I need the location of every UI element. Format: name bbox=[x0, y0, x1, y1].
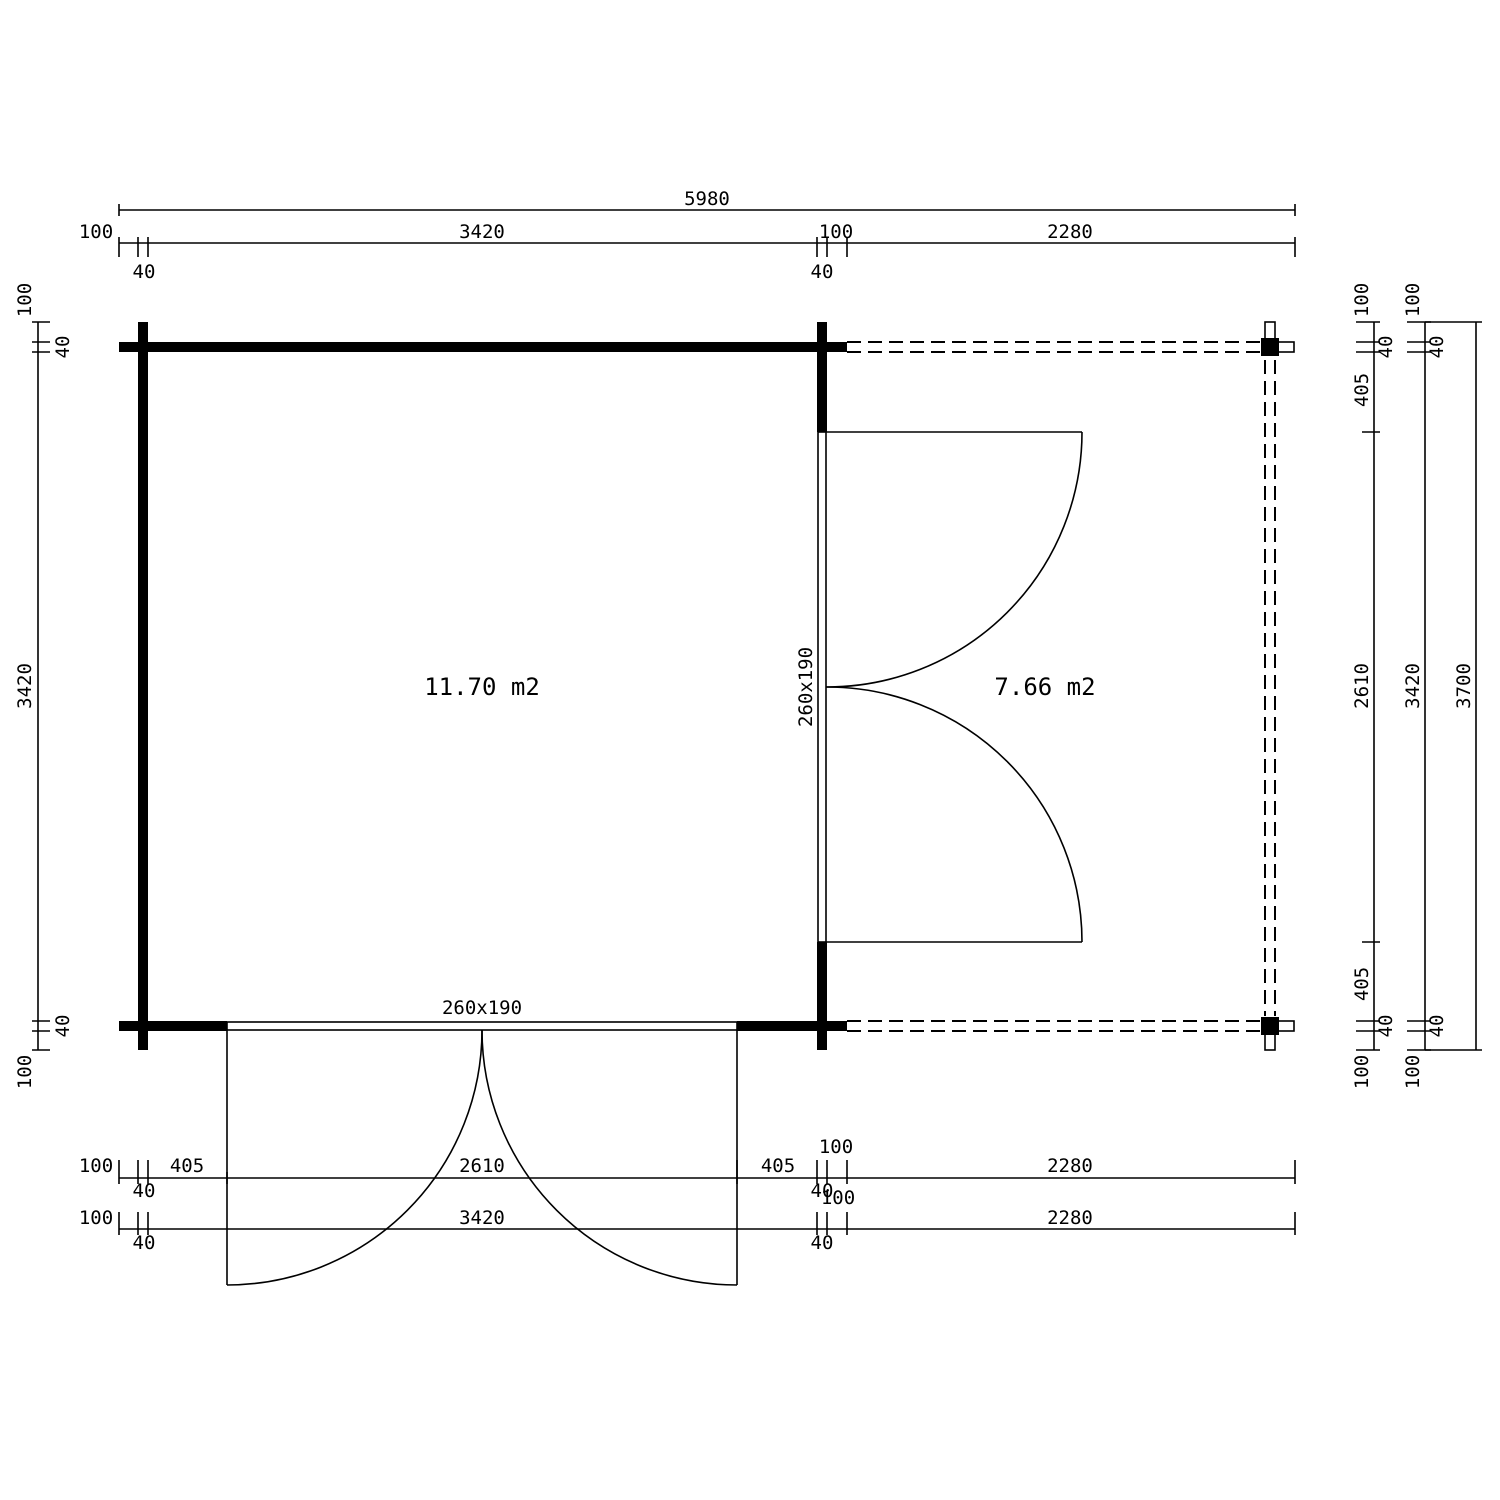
right-mid-top-wall: 40 bbox=[1426, 336, 1448, 359]
top-mid-overhang-label: 100 bbox=[819, 221, 853, 243]
top-dimensions: 5980 100 3420 100 2280 40 40 bbox=[79, 188, 1296, 283]
canopy-post-bottom bbox=[1261, 1017, 1279, 1035]
right-inner-top-panel: 405 bbox=[1351, 373, 1373, 407]
canopy-area: 7.66 m2 bbox=[994, 673, 1095, 701]
left-bottom-wall: 40 bbox=[52, 1015, 74, 1038]
top-left-wall-label: 40 bbox=[133, 261, 156, 283]
right-inner-opening: 2610 bbox=[1351, 663, 1373, 709]
left-dimensions: 100 40 3420 40 100 bbox=[14, 283, 74, 1089]
side-opening bbox=[817, 431, 1083, 943]
front-door-frame bbox=[226, 1021, 738, 1031]
top-overall-label: 5980 bbox=[684, 188, 730, 210]
bottom-row1-door-span: 2610 bbox=[459, 1155, 505, 1177]
left-bottom-overhang: 100 bbox=[14, 1055, 36, 1089]
side-opening-frame bbox=[817, 431, 827, 943]
left-top-overhang: 100 bbox=[14, 283, 36, 317]
bottom-row1-left-overhang: 100 bbox=[79, 1155, 113, 1177]
bottom-row1-right-panel: 405 bbox=[761, 1155, 795, 1177]
bottom-wall-left bbox=[119, 1021, 227, 1031]
bottom-row2-canopy-span: 2280 bbox=[1047, 1207, 1093, 1229]
side-door-swing-top bbox=[825, 431, 1083, 688]
bottom-row2-mid-wall: 40 bbox=[811, 1232, 834, 1254]
top-wall bbox=[119, 342, 847, 352]
right-mid-top-overhang: 100 bbox=[1402, 283, 1424, 317]
bottom-row1-left-panel: 405 bbox=[170, 1155, 204, 1177]
canopy-post-bottom-extension bbox=[1264, 1032, 1276, 1051]
canopy-outline bbox=[847, 321, 1295, 1051]
left-top-wall: 40 bbox=[52, 336, 74, 359]
front-door-swing-right bbox=[481, 1029, 738, 1286]
bottom-row2-left-overhang: 100 bbox=[79, 1207, 113, 1229]
top-mid-wall-label: 40 bbox=[811, 261, 834, 283]
canopy-bottom-beam-end bbox=[1277, 1020, 1295, 1032]
bottom-row1-left-wall: 40 bbox=[133, 1180, 156, 1202]
bottom-wall-right bbox=[737, 1021, 847, 1031]
bottom-row1-mid-overhang-b: 100 bbox=[821, 1187, 855, 1209]
bottom-row1-mid-wall: 40 bbox=[811, 1180, 834, 1202]
side-door-swing-bottom bbox=[825, 686, 1083, 943]
right-inner-bottom-overhang: 100 bbox=[1351, 1055, 1373, 1089]
canopy-post-top bbox=[1261, 338, 1279, 356]
right-inner-top-overhang: 100 bbox=[1351, 283, 1373, 317]
mid-wall-upper bbox=[817, 322, 827, 432]
bottom-dimensions: 100 40 405 2610 405 100 40 100 2280 100 … bbox=[79, 1136, 1296, 1254]
bottom-row1-canopy-span: 2280 bbox=[1047, 1155, 1093, 1177]
right-inner-top-wall: 40 bbox=[1375, 336, 1397, 359]
cabin-walls bbox=[119, 322, 847, 1050]
right-outer-overall: 3700 bbox=[1453, 663, 1475, 709]
canopy-post-top-extension bbox=[1264, 321, 1276, 341]
main-room-area: 11.70 m2 bbox=[424, 673, 540, 701]
top-main-span-label: 3420 bbox=[459, 221, 505, 243]
right-mid-bottom-wall: 40 bbox=[1426, 1015, 1448, 1038]
front-door-swing-left bbox=[226, 1029, 483, 1286]
bottom-row2-main-span: 3420 bbox=[459, 1207, 505, 1229]
front-door-size: 260x190 bbox=[442, 997, 522, 1019]
mid-wall-lower bbox=[817, 942, 827, 1050]
left-wall bbox=[138, 322, 148, 1050]
right-mid-bottom-overhang: 100 bbox=[1402, 1055, 1424, 1089]
side-opening-size: 260x190 bbox=[795, 647, 817, 727]
left-main-span: 3420 bbox=[14, 663, 36, 709]
bottom-row2-left-wall: 40 bbox=[133, 1232, 156, 1254]
bottom-row1-mid-overhang: 100 bbox=[819, 1136, 853, 1158]
right-dimensions: 100 40 405 2610 405 40 100 100 40 3420 4… bbox=[1351, 283, 1482, 1089]
right-inner-bottom-wall: 40 bbox=[1375, 1015, 1397, 1038]
right-inner-bottom-panel: 405 bbox=[1351, 967, 1373, 1001]
right-mid-main-span: 3420 bbox=[1402, 663, 1424, 709]
canopy-top-beam-end bbox=[1277, 341, 1295, 353]
top-left-overhang-label: 100 bbox=[79, 221, 113, 243]
front-door bbox=[226, 1021, 738, 1286]
top-canopy-span-label: 2280 bbox=[1047, 221, 1093, 243]
